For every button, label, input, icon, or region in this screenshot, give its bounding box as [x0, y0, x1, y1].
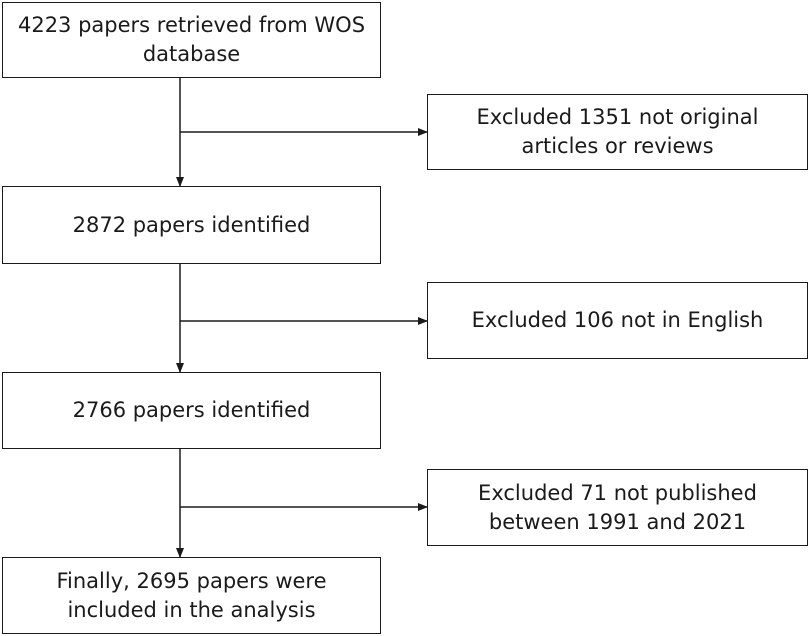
step-identified-1-label: 2872 papers identified — [72, 212, 311, 237]
exclusion-3-label: Excluded 71 not published between 1991 a… — [478, 480, 757, 534]
exclusion-3-box: Excluded 71 not published between 1991 a… — [427, 469, 808, 546]
exclusion-1-box: Excluded 1351 not original articles or r… — [427, 94, 808, 170]
step-identified-2-label: 2766 papers identified — [72, 398, 311, 422]
step-final-label: Finally, 2695 papers were included in th… — [56, 568, 327, 622]
step-final-box: Finally, 2695 papers were included in th… — [2, 557, 381, 634]
exclusion-2-label: Excluded 106 not in English — [471, 308, 764, 332]
step-identified-1-box: 2872 papers identified — [2, 186, 381, 264]
step-identified-2-box: 2766 papers identified — [2, 372, 381, 449]
exclusion-1-label: Excluded 1351 not original articles or r… — [476, 105, 759, 158]
step-retrieved-label: 4223 papers retrieved from WOS database — [17, 13, 366, 66]
exclusion-2-box: Excluded 106 not in English — [427, 282, 808, 359]
step-retrieved-box: 4223 papers retrieved from WOS database — [2, 2, 381, 78]
